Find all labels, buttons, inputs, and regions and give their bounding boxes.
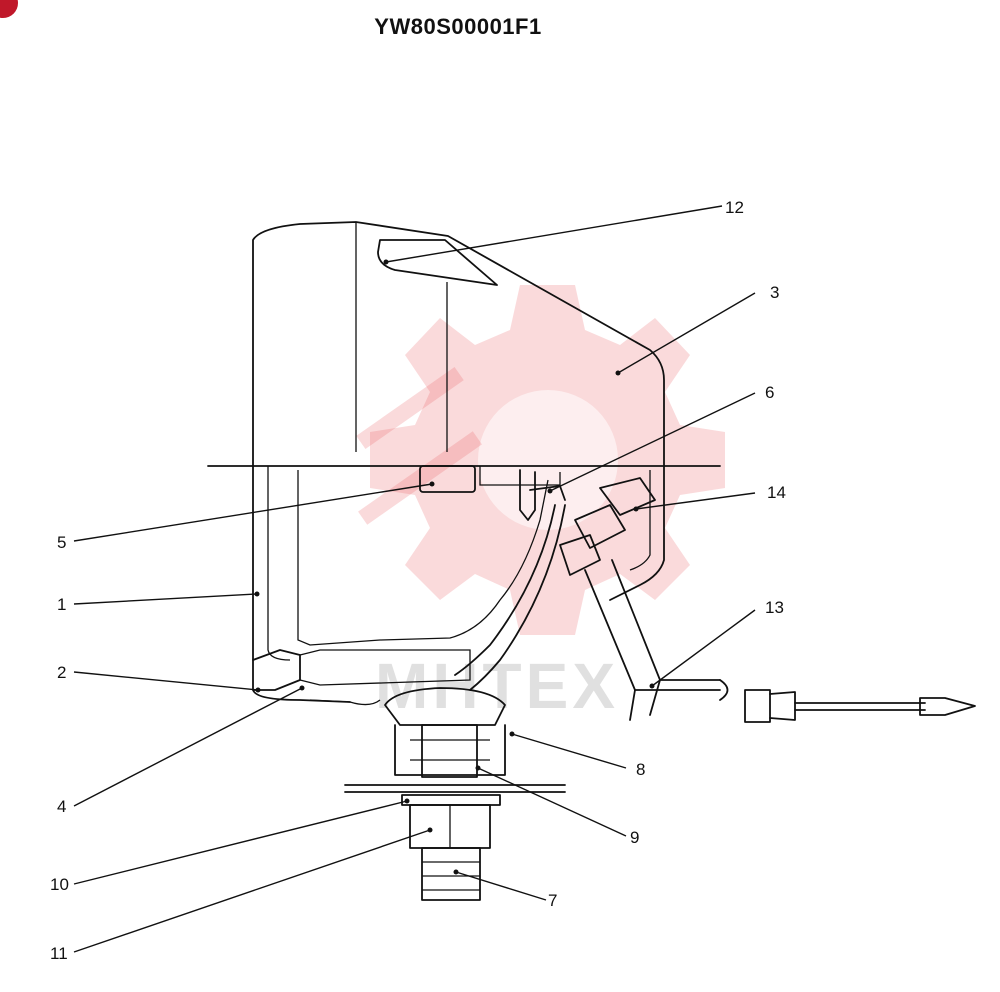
watermark-text: MHTEX <box>375 650 619 722</box>
callout-10: 10 <box>50 875 69 894</box>
corner-badge <box>0 0 18 18</box>
callout-13: 13 <box>765 598 784 617</box>
callout-6: 6 <box>765 383 774 402</box>
callout-5: 5 <box>57 533 66 552</box>
figure-code: YW80S00001F1 <box>374 14 542 39</box>
callout-2: 2 <box>57 663 66 682</box>
callout-4: 4 <box>57 797 66 816</box>
callout-9: 9 <box>630 828 639 847</box>
callout-3: 3 <box>770 283 779 302</box>
callout-1: 1 <box>57 595 66 614</box>
bolt-assembly <box>344 687 566 901</box>
callout-7: 7 <box>548 891 557 910</box>
watermark-logo <box>356 285 725 635</box>
callout-12: 12 <box>725 198 744 217</box>
callout-11: 11 <box>50 944 68 963</box>
callout-labels: 1 2 3 4 5 6 7 8 9 10 11 12 13 14 <box>50 198 786 963</box>
inner-parts <box>252 465 566 706</box>
callout-14: 14 <box>767 483 786 502</box>
leader-lines <box>73 205 756 953</box>
callout-8: 8 <box>636 760 645 779</box>
housing-upper <box>252 221 665 467</box>
